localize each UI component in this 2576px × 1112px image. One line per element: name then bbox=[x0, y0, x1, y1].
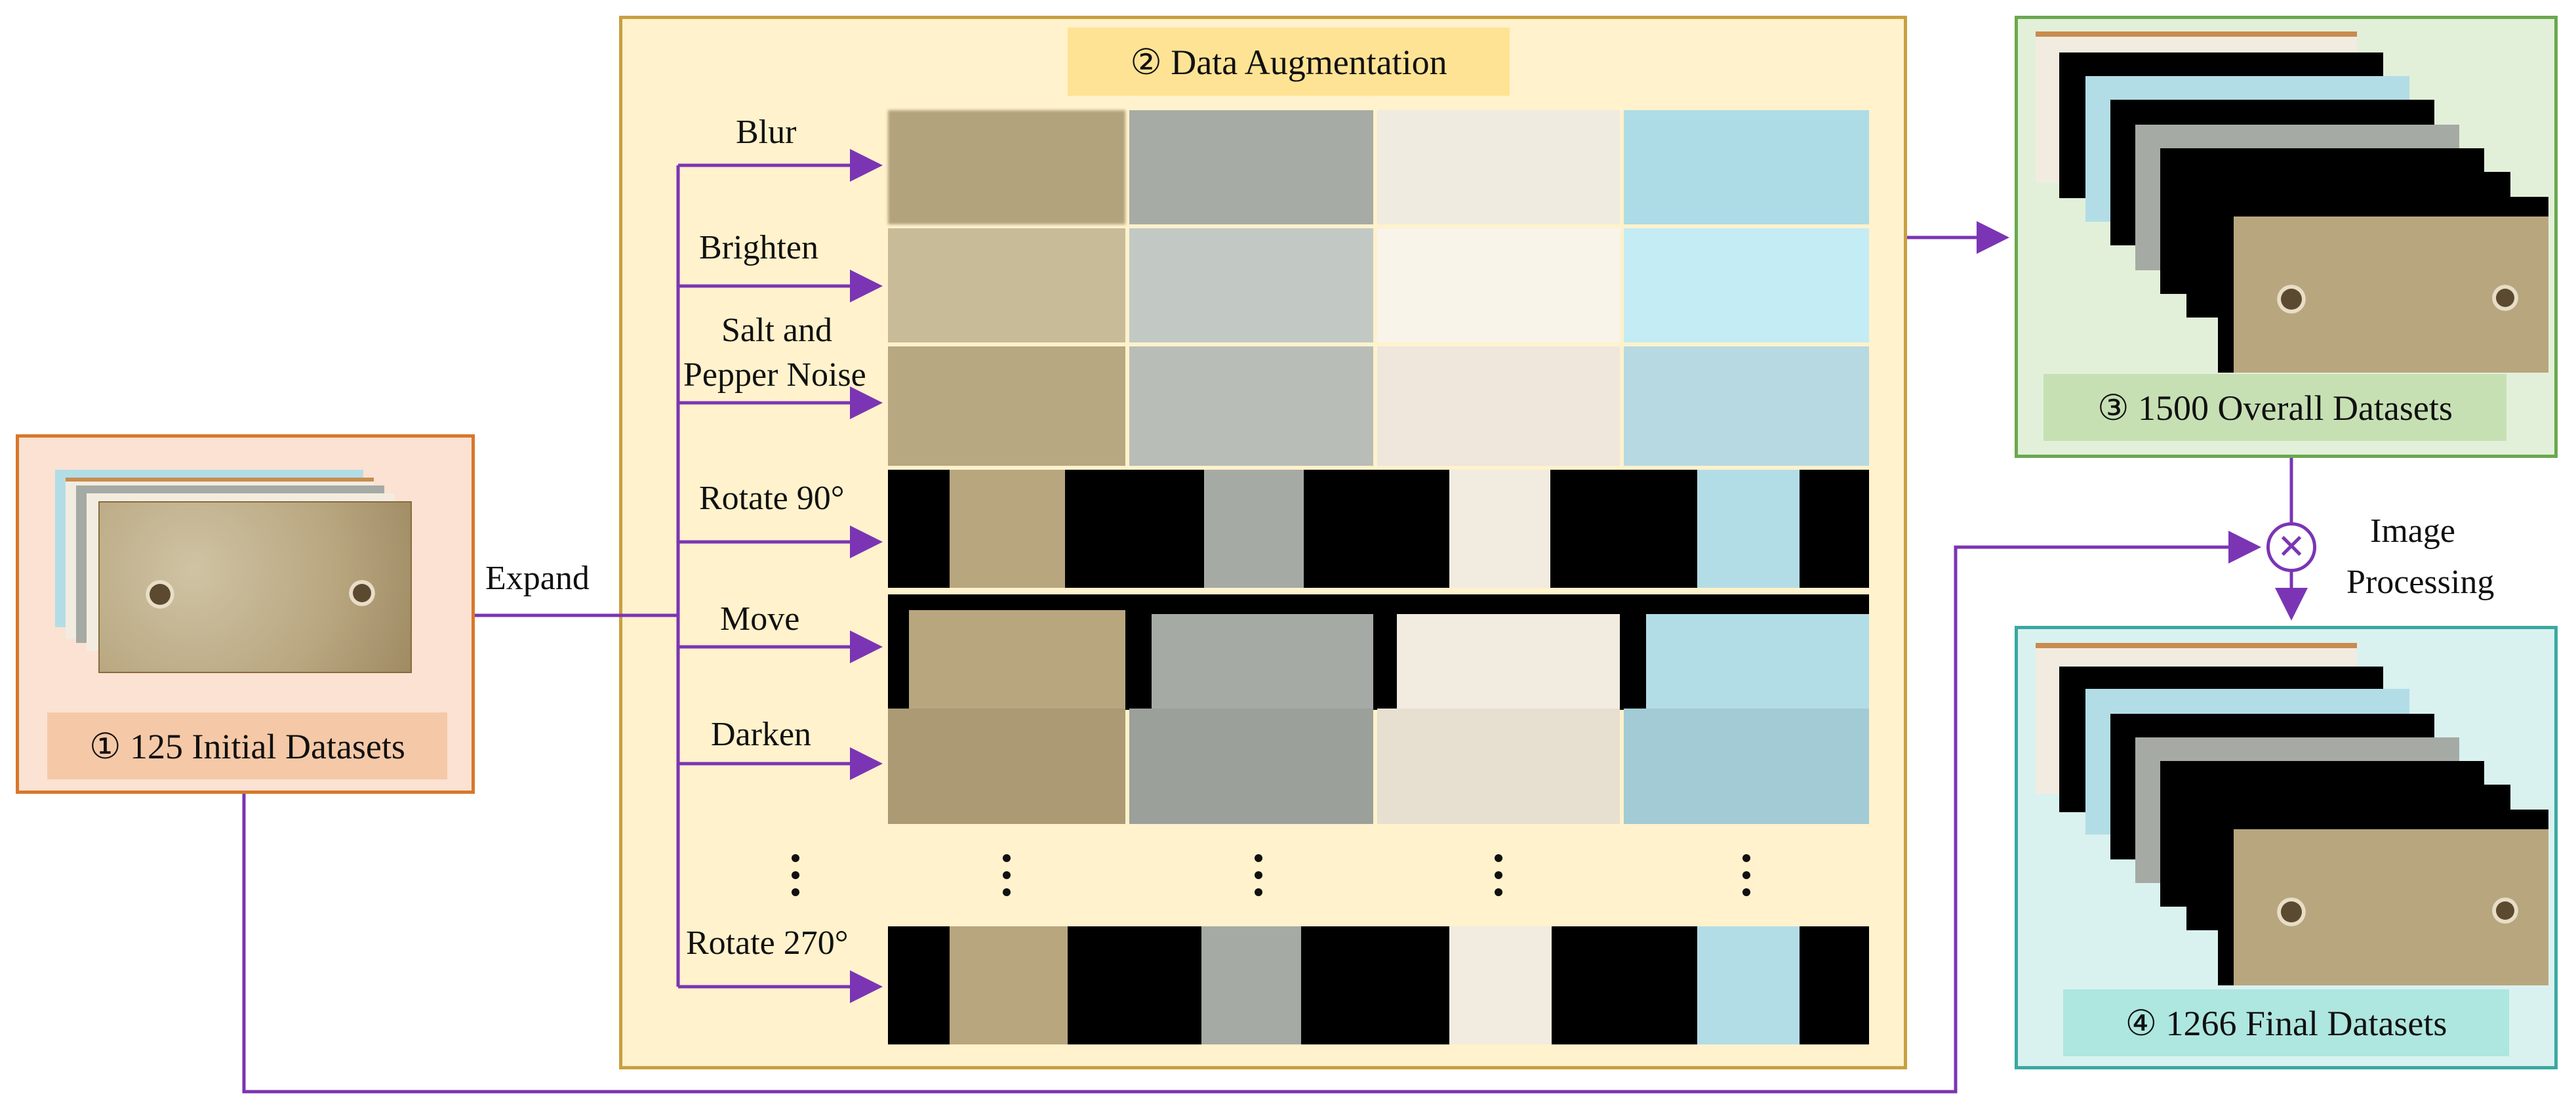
method-label-brighten: Brighten bbox=[699, 229, 818, 266]
noise-white-tile bbox=[1377, 346, 1620, 466]
rotate90-grey-tile bbox=[1204, 470, 1304, 588]
darken-blue-tile bbox=[1624, 709, 1869, 824]
blur-blue-tile bbox=[1624, 110, 1869, 224]
blur-rust-tile bbox=[888, 110, 1125, 224]
image-processing-label-line1: Image bbox=[2370, 512, 2455, 550]
rotate90-rust-tile bbox=[950, 470, 1065, 588]
move-white-tile bbox=[1397, 614, 1620, 710]
data-augmentation-title: ② Data Augmentation bbox=[1068, 28, 1510, 96]
rotate270-blue-tile bbox=[1697, 926, 1800, 1044]
initial-bypass-arrow bbox=[242, 531, 2261, 1094]
brighten-white-tile bbox=[1377, 228, 1620, 342]
final-datasets-label: ④ 1266 Final Datasets bbox=[2063, 989, 2509, 1056]
expand-label: Expand bbox=[485, 560, 590, 597]
rotate90-white-tile bbox=[1449, 470, 1550, 588]
rotate270-white-tile bbox=[1449, 926, 1552, 1044]
noise-blue-tile bbox=[1624, 346, 1869, 466]
blur-grey-tile bbox=[1129, 110, 1373, 224]
ellipsis-col-1 bbox=[1002, 854, 1011, 905]
final-front-plate bbox=[2218, 810, 2548, 985]
ellipsis-col-4 bbox=[1742, 854, 1751, 905]
method-label-salt-line2: Pepper Noise bbox=[683, 356, 866, 394]
brighten-blue-tile bbox=[1624, 228, 1869, 342]
method-label-darken: Darken bbox=[711, 716, 812, 753]
overall-front-plate bbox=[2218, 197, 2548, 373]
darken-white-tile bbox=[1377, 709, 1620, 824]
brighten-rust-tile bbox=[888, 228, 1125, 342]
method-label-rotate270: Rotate 270° bbox=[686, 924, 849, 962]
ellipsis-col-2 bbox=[1254, 854, 1263, 905]
move-blue-tile bbox=[1646, 614, 1869, 710]
darken-rust-tile bbox=[888, 709, 1125, 824]
rotate270-rust-tile bbox=[950, 926, 1068, 1044]
image-processing-label-line2: Processing bbox=[2346, 564, 2495, 601]
blur-white-tile bbox=[1377, 110, 1620, 224]
brighten-grey-tile bbox=[1129, 228, 1373, 342]
move-rust-tile bbox=[909, 610, 1125, 710]
initial-front-plate bbox=[98, 501, 412, 673]
ellipsis-col-3 bbox=[1494, 854, 1503, 905]
rotate90-blue-tile bbox=[1697, 470, 1800, 588]
image-processing-operator-icon: ✕ bbox=[2266, 522, 2316, 572]
method-label-move: Move bbox=[720, 600, 800, 638]
darken-grey-tile bbox=[1129, 709, 1373, 824]
move-grey-tile bbox=[1152, 614, 1373, 710]
plate-hole-icon bbox=[146, 580, 174, 609]
plate-hole-icon bbox=[349, 580, 375, 606]
rotate270-grey-tile bbox=[1201, 926, 1301, 1044]
overall-datasets-label: ③ 1500 Overall Datasets bbox=[2043, 374, 2506, 441]
initial-datasets-label: ① 125 Initial Datasets bbox=[47, 712, 447, 779]
method-label-salt-line1: Salt and bbox=[721, 312, 832, 349]
method-label-blur: Blur bbox=[736, 113, 797, 151]
noise-rust-tile bbox=[888, 346, 1125, 466]
method-label-rotate90: Rotate 90° bbox=[699, 480, 845, 517]
noise-grey-tile bbox=[1129, 346, 1373, 466]
ellipsis-col-0 bbox=[791, 854, 800, 905]
